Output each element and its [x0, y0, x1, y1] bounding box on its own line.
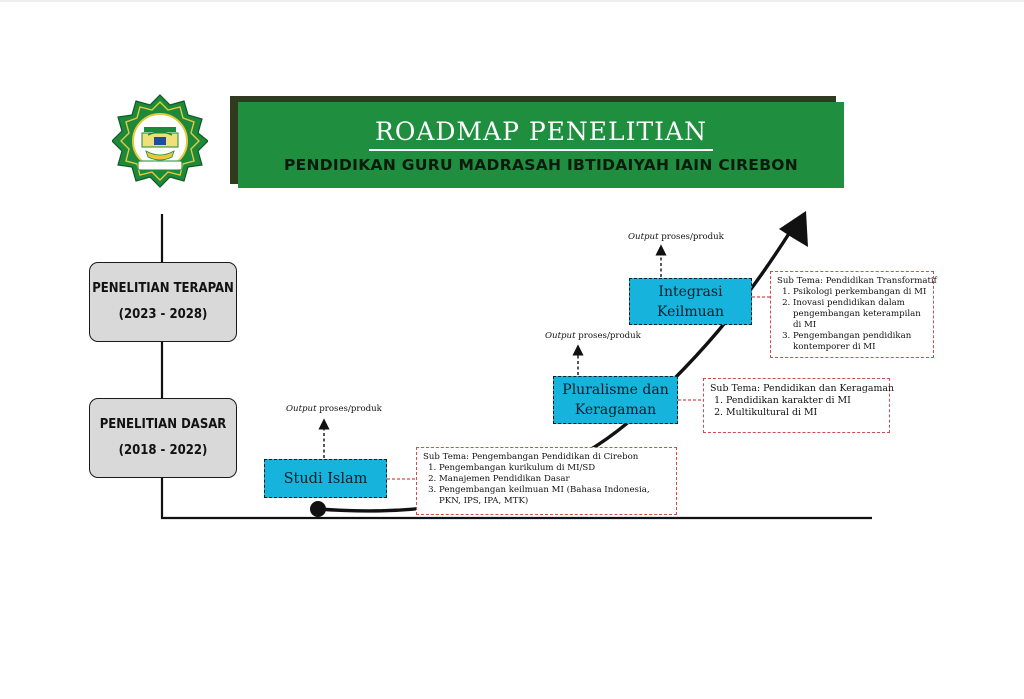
subtheme-item: Manajemen Pendidikan Dasar [439, 474, 670, 485]
output-label-2: Output proses/produk [545, 331, 641, 341]
output-label-3: Output proses/produk [628, 232, 724, 242]
subtheme-box-studi: Sub Tema: Pengembangan Pendidikan di Cir… [416, 447, 677, 515]
phase-penelitian-dasar: PENELITIAN DASAR (2018 - 2022) [89, 398, 237, 478]
subtheme-box-plural: Sub Tema: Pendidikan dan Keragaman Pendi… [703, 378, 894, 433]
output-label-1: Output proses/produk [286, 404, 382, 414]
subtheme-item: Inovasi pendidikan dalam pengembangan ke… [793, 298, 927, 331]
growth-arrow-head [779, 211, 808, 247]
title-banner: ROADMAP PENELITIAN PENDIDIKAN GURU MADRA… [238, 102, 844, 188]
subtheme-item: Psikologi perkembangan di MI [793, 287, 927, 298]
phase-label: PENELITIAN DASAR [99, 417, 227, 432]
iain-cirebon-logo-icon [112, 94, 208, 188]
subtheme-title: Sub Tema: Pengembangan Pendidikan di Cir… [423, 452, 639, 462]
phase-period: (2018 - 2022) [118, 443, 208, 458]
subtheme-item: Multikultural di MI [726, 407, 883, 419]
theme-pluralisme-keragaman: Pluralisme dan Keragaman [553, 376, 678, 424]
curve-start-dot [310, 501, 326, 517]
theme-studi-islam: Studi Islam [264, 459, 387, 498]
subtheme-item: Pengembangan keilmuan MI (Bahasa Indones… [439, 485, 670, 507]
phase-penelitian-terapan: PENELITIAN TERAPAN (2023 - 2028) [89, 262, 237, 342]
phase-label: PENELITIAN TERAPAN [92, 281, 234, 296]
roadmap-title: ROADMAP PENELITIAN [369, 117, 713, 151]
subtheme-item: Pengembangan pendidikan kontemporer di M… [793, 331, 927, 353]
roadmap-subtitle: PENDIDIKAN GURU MADRASAH IBTIDAIYAH IAIN… [283, 155, 799, 174]
subtheme-item: Pengembangan kurikulum di MI/SD [439, 463, 670, 474]
subtheme-box-integ: Sub Tema: Pendidikan Transformatif Psiko… [770, 271, 937, 358]
theme-integrasi-keilmuan: Integrasi Keilmuan [629, 278, 752, 325]
phase-period: (2023 - 2028) [118, 307, 208, 322]
subtheme-title: Sub Tema: Pendidikan dan Keragaman [710, 383, 894, 394]
subtheme-item: Pendidikan karakter di MI [726, 395, 883, 407]
subtheme-title: Sub Tema: Pendidikan Transformatif [777, 276, 937, 286]
